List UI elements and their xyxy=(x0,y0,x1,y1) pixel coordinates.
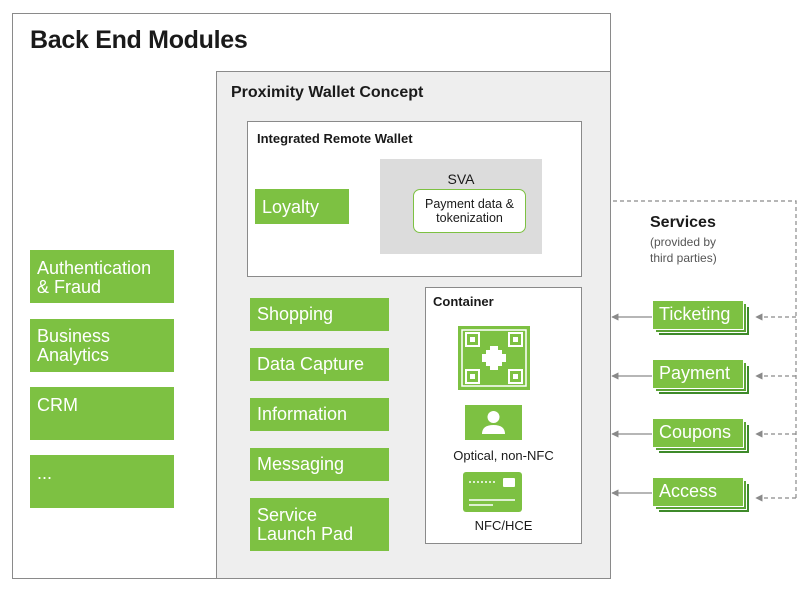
backend-label: Business xyxy=(37,326,111,346)
payment-line1: Payment data & xyxy=(425,197,514,211)
service-label: Ticketing xyxy=(659,304,731,324)
services-subtitle-line2: third parties) xyxy=(650,251,717,265)
service-label: Coupons xyxy=(659,422,732,442)
module-label: Information xyxy=(257,404,348,424)
page-title: Back End Modules xyxy=(30,26,248,54)
module-label: Messaging xyxy=(257,454,345,474)
service-ticketing[interactable]: Ticketing xyxy=(652,300,750,336)
backend-label: Analytics xyxy=(37,345,110,365)
loyalty-box[interactable]: Loyalty xyxy=(255,189,349,224)
module-label: Data Capture xyxy=(257,354,365,374)
sva-services-dashed xyxy=(543,200,797,498)
loyalty-label: Loyalty xyxy=(262,197,320,217)
backend-label: ... xyxy=(37,463,53,483)
nfc-card-icon xyxy=(463,472,522,512)
module-information[interactable]: Information xyxy=(250,398,389,431)
sva-title: SVA xyxy=(447,171,475,187)
module-data-capture[interactable]: Data Capture xyxy=(250,348,389,381)
backend-crm[interactable]: CRM xyxy=(30,387,174,440)
module-label: Service xyxy=(257,505,318,525)
container-title: Container xyxy=(433,294,494,309)
person-icon xyxy=(465,405,522,440)
backend-label: CRM xyxy=(37,395,78,415)
module-messaging[interactable]: Messaging xyxy=(250,448,389,481)
backend-label: & Fraud xyxy=(37,277,102,297)
services-title: Services xyxy=(650,214,716,231)
service-payment[interactable]: Payment xyxy=(652,359,750,395)
proximity-wallet-title: Proximity Wallet Concept xyxy=(231,84,424,101)
services-subtitle: (provided by third parties) xyxy=(650,234,770,266)
backend-business-analytics[interactable]: Business Analytics xyxy=(30,319,174,372)
module-shopping[interactable]: Shopping xyxy=(250,298,389,331)
integrated-remote-wallet-title: Integrated Remote Wallet xyxy=(257,131,413,146)
optical-label: Optical, non-NFC xyxy=(453,448,554,463)
backend-label: Authentication xyxy=(37,258,152,278)
backend-more[interactable]: ... xyxy=(30,455,174,508)
service-label: Payment xyxy=(659,363,731,383)
services-subtitle-line1: (provided by xyxy=(650,235,717,249)
module-service-launch-pad[interactable]: Service Launch Pad xyxy=(250,498,389,551)
backend-authentication[interactable]: Authentication & Fraud xyxy=(30,250,174,303)
qr-code-icon xyxy=(458,326,530,390)
service-coupons[interactable]: Coupons xyxy=(652,418,750,454)
payment-line2: tokenization xyxy=(436,211,503,225)
nfc-label: NFC/HCE xyxy=(474,518,533,533)
module-label: Launch Pad xyxy=(257,524,354,544)
payment-data-box[interactable]: Payment data & tokenization xyxy=(413,189,526,233)
service-label: Access xyxy=(659,481,718,501)
service-access[interactable]: Access xyxy=(652,477,750,513)
module-label: Shopping xyxy=(257,304,334,324)
